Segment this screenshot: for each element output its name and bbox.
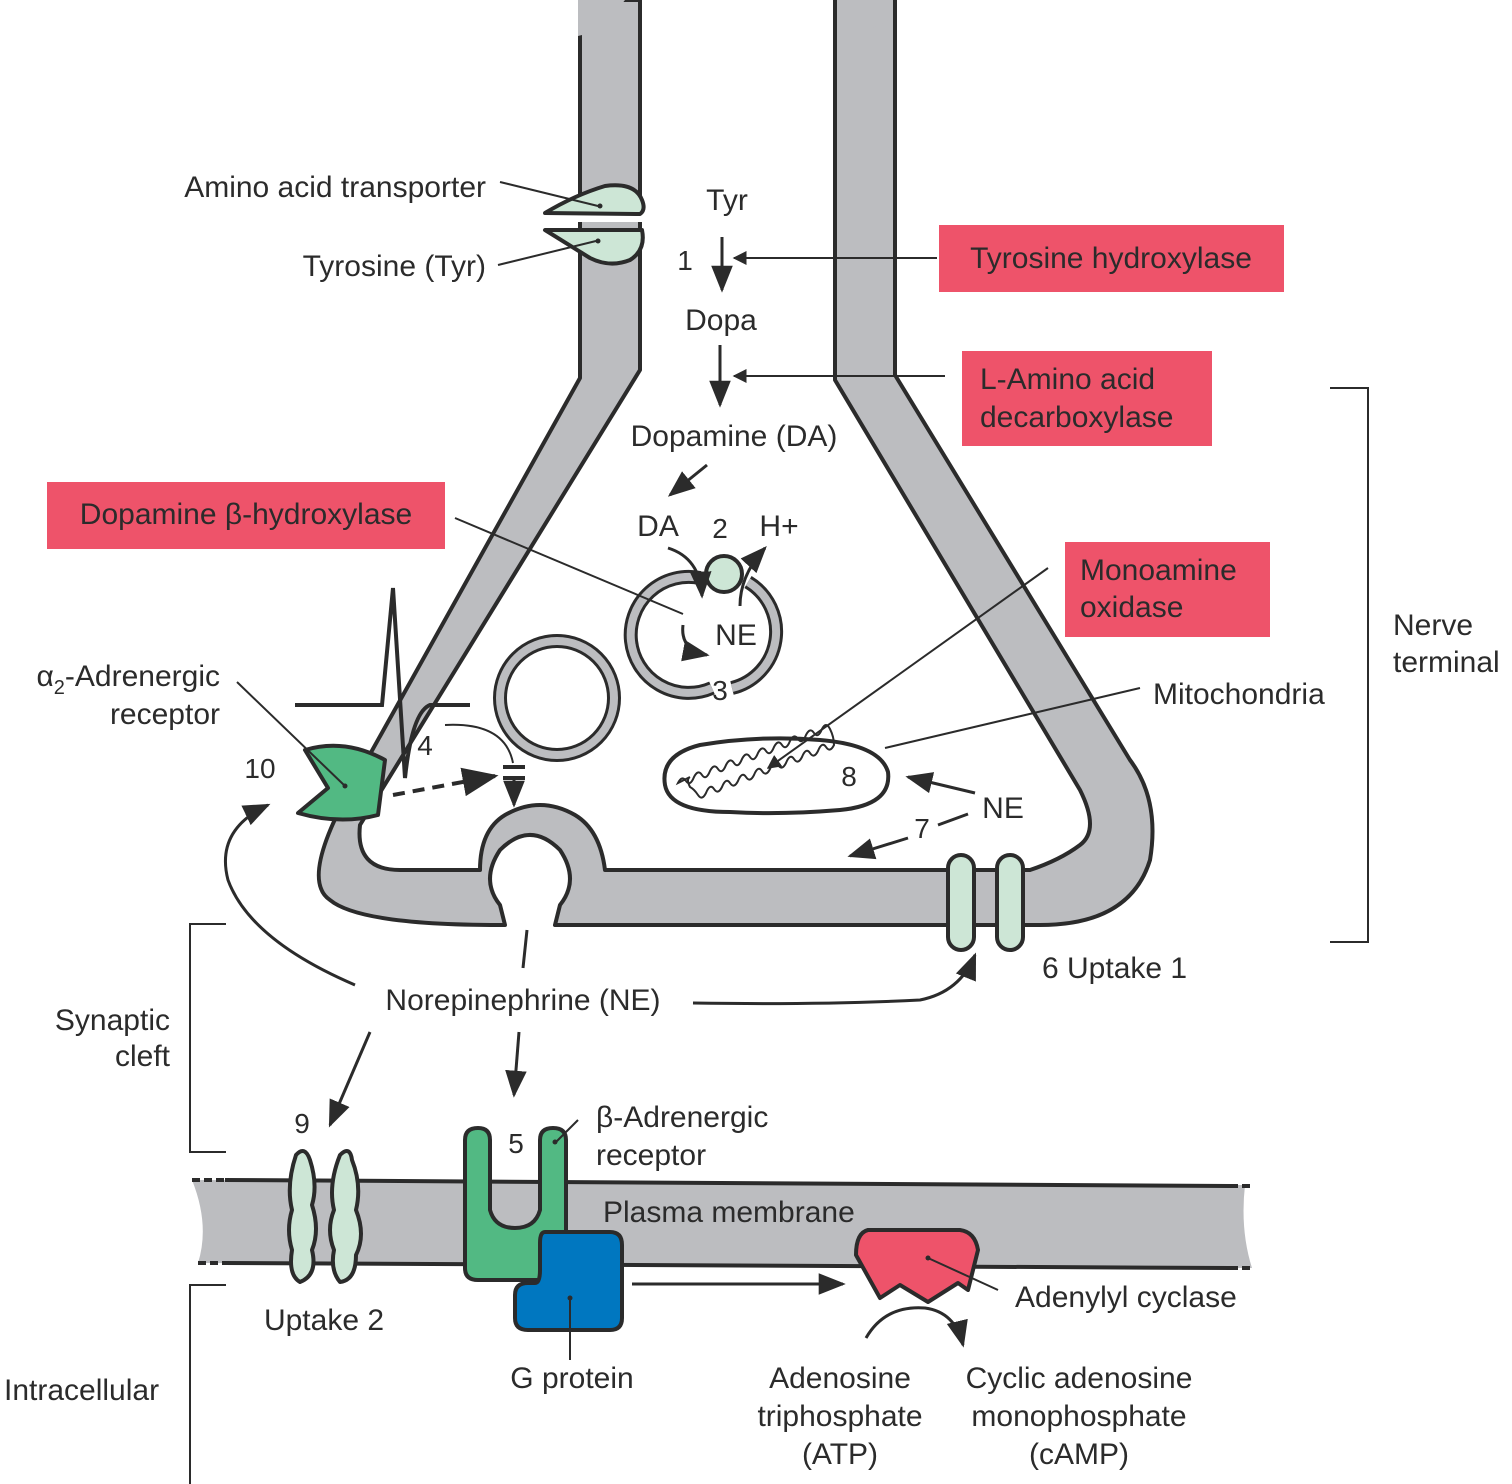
ne-step7-line: [937, 812, 969, 827]
aadc-label-line1: L-Amino acid: [980, 363, 1155, 396]
step-4-label: 4: [417, 730, 433, 761]
enzyme-tyrosine-hydroxylase: Tyrosine hydroxylase: [939, 225, 1284, 292]
dbh-pointer: [454, 517, 684, 615]
ne-to-alpha2-arrow: [223, 803, 356, 987]
camp-label-line1: Cyclic adenosine: [966, 1362, 1193, 1395]
camp-label-line2: monophosphate: [971, 1400, 1186, 1433]
release-arc: [444, 723, 514, 764]
synaptic-cleft-bracket: [189, 923, 226, 1153]
vesicle-ne-label: NE: [715, 619, 757, 652]
g-protein: [513, 1230, 624, 1332]
atp-label-line2: triphosphate: [757, 1400, 922, 1433]
step-10-label: 10: [244, 753, 275, 784]
h-plus-exit-arrow: [738, 546, 767, 607]
atp-label-line1: Adenosine: [769, 1362, 911, 1395]
adenylyl-cyclase-label: Adenylyl cyclase: [1015, 1281, 1237, 1314]
h-plus-label: H+: [759, 510, 798, 543]
step-2-label: 2: [712, 513, 728, 544]
uptake1-label: 6 Uptake 1: [1042, 952, 1187, 985]
amino-acid-transporter-pointer: [499, 181, 599, 207]
intracellular-bracket: [189, 1284, 226, 1484]
step-1-label: 1: [677, 245, 693, 276]
tyrosine-pointer: [497, 240, 597, 266]
ne-to-uptake1-arrow: [692, 952, 977, 1006]
amino-acid-transporter-label: Amino acid transporter: [184, 171, 486, 204]
mitochondria-label: Mitochondria: [1153, 678, 1325, 711]
nerve-terminal-label-line1: Nerve: [1393, 609, 1473, 642]
dopa-label: Dopa: [685, 304, 757, 337]
step-7-label: 7: [914, 813, 930, 844]
alpha2-inhibition-dashed-arrow: [392, 767, 499, 797]
da-uptake-arrow: [667, 546, 712, 599]
action-potential-trace: [295, 587, 470, 779]
step-8-label: 8: [841, 761, 857, 792]
mitochondria-pointer: [884, 687, 1141, 749]
alpha2-pointer: [236, 681, 346, 787]
synaptic-cleft-label-line1: Synaptic: [55, 1004, 170, 1037]
nerve-terminal-label-line2: terminal: [1393, 646, 1500, 679]
empty-vesicle: [493, 634, 621, 762]
ne-to-cytoplasm-arrow: [847, 836, 909, 860]
enzyme-aadc: L-Amino acid decarboxylase: [962, 351, 1212, 446]
mao-label-line2: oxidase: [1080, 591, 1183, 624]
synaptic-cleft-label-line2: cleft: [115, 1040, 171, 1073]
step-5-label: 5: [508, 1128, 524, 1159]
dopamine-to-vesicle-arrow: [667, 463, 708, 497]
alpha2-label-line2: receptor: [110, 698, 220, 731]
ne-to-mito-arrow: [905, 772, 976, 795]
da-label: DA: [637, 510, 679, 543]
mao-pointer: [766, 567, 1049, 769]
step-3-label: 3: [712, 675, 728, 706]
nerve-terminal-bracket: [1330, 387, 1369, 943]
enzyme-dopamine-beta-hydroxylase: Dopamine β-hydroxylase: [47, 482, 445, 549]
dbh-label: Dopamine β-hydroxylase: [80, 498, 412, 531]
uptake2-transporter: [287, 1149, 363, 1284]
beta-receptor-label-line2: receptor: [596, 1139, 706, 1172]
uptake2-label: Uptake 2: [264, 1304, 384, 1337]
g-protein-label: G protein: [510, 1362, 633, 1395]
alpha2-label-line1: α2-Adrenergic: [36, 660, 220, 699]
da-to-ne-arrow: [681, 624, 710, 662]
nerve-terminal-membrane: [316, 0, 1155, 927]
tyrosine-hydroxylase-label: Tyrosine hydroxylase: [970, 242, 1252, 275]
storage-vesicle: [623, 554, 784, 700]
camp-label-line3: (cAMP): [1029, 1438, 1129, 1471]
dopamine-label: Dopamine (DA): [631, 420, 838, 453]
mitochondrion: [662, 724, 891, 816]
plasma-membrane: [192, 1178, 1252, 1270]
tyrosine-label: Tyrosine (Tyr): [303, 250, 486, 283]
release-line: [521, 929, 529, 969]
beta-receptor-label-line1: β-Adrenergic: [596, 1101, 768, 1134]
mao-label-line1: Monoamine: [1080, 554, 1237, 587]
aadc-label-line2: decarboxylase: [980, 401, 1173, 434]
ne-to-beta-arrow: [505, 1031, 527, 1098]
intracellular-label: Intracellular: [4, 1374, 159, 1407]
adenylyl-cyclase: [854, 1228, 980, 1304]
vmat-transporter: [704, 554, 744, 594]
atp-label-line3: (ATP): [802, 1438, 878, 1471]
tyr-label: Tyr: [706, 184, 748, 217]
amino-acid-transporter: [543, 183, 646, 266]
cytoplasmic-ne-label: NE: [982, 792, 1024, 825]
step-9-label: 9: [294, 1108, 310, 1139]
plasma-membrane-label: Plasma membrane: [603, 1196, 855, 1229]
uptake1-transporter: [946, 853, 1025, 952]
norepinephrine-label: Norepinephrine (NE): [385, 984, 660, 1017]
enzyme-monoamine-oxidase: Monoamine oxidase: [1065, 542, 1270, 637]
atp-to-camp-arrow: [864, 1306, 968, 1348]
ne-to-uptake2-arrow: [328, 1031, 372, 1128]
